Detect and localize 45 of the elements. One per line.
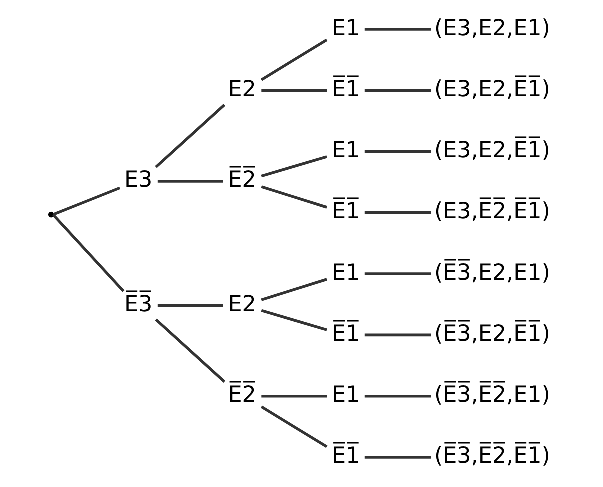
connector bbox=[364, 394, 432, 398]
node-text: (E̅3̅,E2,E̅1̅) bbox=[434, 320, 550, 347]
node-point bbox=[48, 212, 54, 218]
connector bbox=[260, 406, 328, 448]
connector bbox=[155, 104, 226, 168]
connector bbox=[52, 186, 121, 216]
node-text: E̅1̅ bbox=[332, 443, 360, 470]
connector bbox=[364, 456, 432, 459]
node-text: E1 bbox=[332, 382, 360, 408]
node-text: (E3,E2,E̅1̅) bbox=[434, 138, 550, 164]
node-text: (E̅3̅,E̅2̅,E1) bbox=[434, 382, 550, 408]
node-text: E1 bbox=[332, 15, 360, 42]
node-text: E̅3̅ bbox=[124, 291, 153, 318]
connector bbox=[158, 304, 224, 307]
node-text: E3 bbox=[124, 167, 153, 194]
connector bbox=[364, 28, 432, 31]
connector bbox=[261, 156, 328, 178]
connector bbox=[261, 309, 328, 332]
node-text: E2 bbox=[228, 76, 256, 102]
connector bbox=[364, 334, 432, 337]
connector bbox=[155, 318, 226, 383]
node-text: E̅2̅ bbox=[228, 167, 256, 194]
connector bbox=[52, 214, 125, 292]
node-text: (E̅3̅,E2,E1) bbox=[434, 260, 550, 286]
connector bbox=[261, 186, 328, 209]
connector bbox=[261, 278, 328, 302]
connector bbox=[262, 89, 328, 92]
node-text: (E̅3̅,E̅2̅,E̅1̅) bbox=[434, 443, 550, 470]
connector bbox=[364, 89, 432, 92]
connector bbox=[364, 212, 432, 214]
node-text: (E3,E2,E̅1̅) bbox=[434, 76, 550, 102]
connector bbox=[364, 150, 432, 154]
node-text: E2 bbox=[228, 291, 256, 318]
node-text: (E3,E̅2̅,E̅1̅) bbox=[434, 198, 550, 225]
node-text: E1 bbox=[332, 138, 360, 164]
node-text: E̅1̅ bbox=[332, 198, 360, 225]
connector bbox=[158, 180, 224, 183]
connector bbox=[262, 394, 328, 398]
node-text: E̅1̅ bbox=[332, 320, 360, 347]
connector bbox=[260, 38, 328, 82]
connector bbox=[364, 272, 432, 276]
node-text: E̅2̅ bbox=[228, 382, 256, 408]
node-text: (E3,E2,E1) bbox=[434, 15, 550, 42]
node-text: E̅1̅ bbox=[332, 76, 360, 102]
node-text: E1 bbox=[332, 260, 360, 286]
